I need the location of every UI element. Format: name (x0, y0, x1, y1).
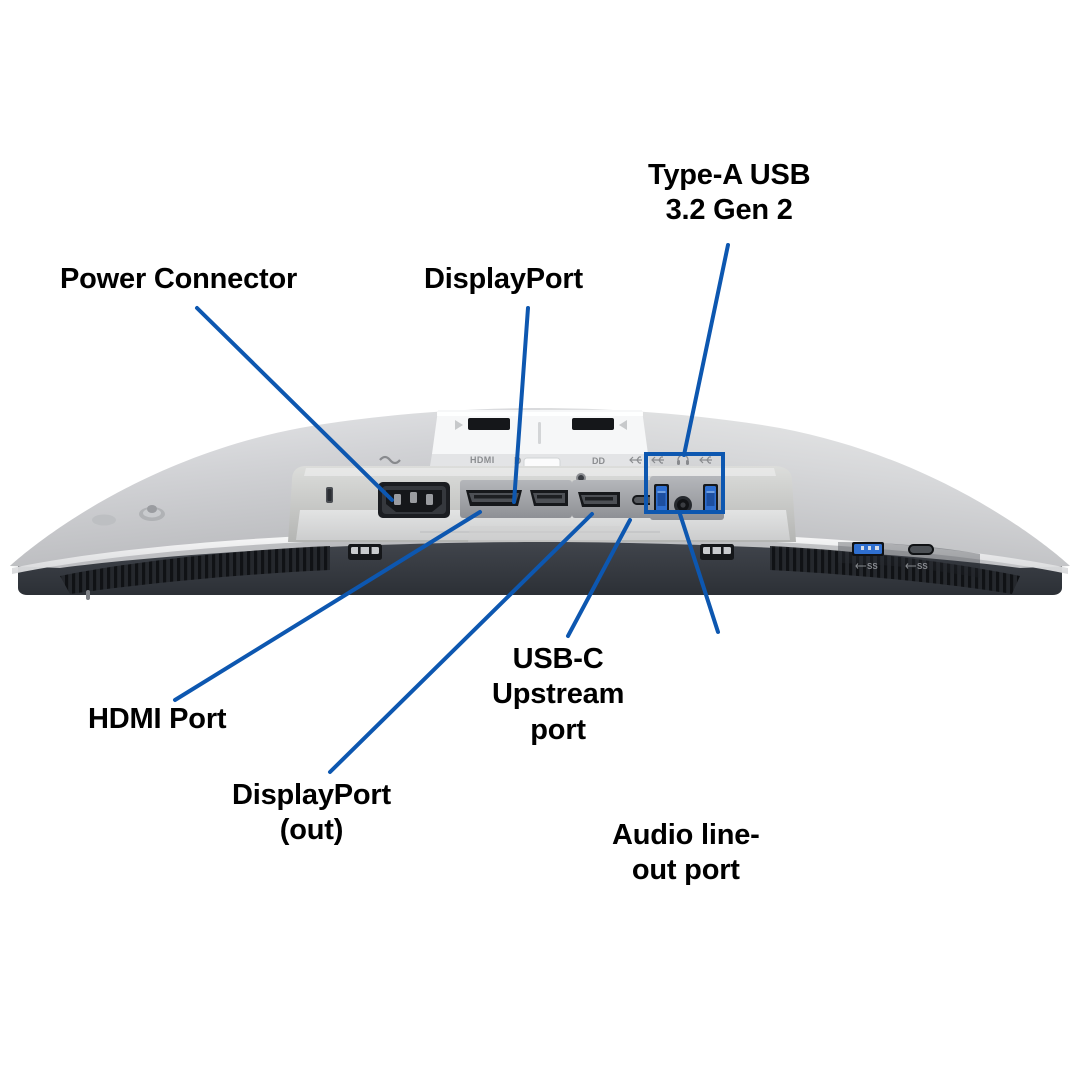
side-usb-a-port (852, 542, 884, 556)
hdmi-port (466, 490, 522, 506)
callout-label: USB-C Upstream port (492, 643, 625, 746)
callout-type-a-usb: Type-A USB 3.2 Gen 2 (648, 158, 811, 229)
callout-displayport: DisplayPort (424, 262, 583, 297)
vesa-clip-left (468, 418, 510, 430)
callout-hdmi-port: HDMI Port (88, 702, 227, 737)
svg-text:SS: SS (867, 562, 878, 571)
side-usb-c-port (908, 544, 934, 555)
displayport-icon: D (514, 456, 521, 467)
displayport-port (530, 490, 568, 506)
shell-pivot-marker (139, 505, 165, 521)
callout-label: Type-A USB 3.2 Gen 2 (648, 159, 811, 227)
side-port-cluster: SS SS (838, 542, 980, 578)
callout-label: DisplayPort (424, 263, 583, 295)
usb-audio-group (650, 476, 724, 520)
callout-usb-c-upstream: USB-C Upstream port (492, 642, 624, 748)
callout-label: DisplayPort (out) (232, 779, 391, 847)
svg-text:SS: SS (917, 562, 928, 571)
bezel-clip-left (348, 544, 382, 560)
vesa-clip-right (572, 418, 614, 430)
usb-icon (629, 456, 642, 464)
callout-label: HDMI Port (88, 703, 227, 735)
callout-displayport-out: DisplayPort (out) (232, 778, 391, 849)
usb-a-port-1 (654, 484, 669, 514)
callout-audio-line-out: Audio line- out port (612, 818, 760, 889)
superspeed-marking-usb-c: SS (905, 562, 928, 571)
power-connector-port (378, 482, 450, 518)
hdmi-icon: HDMI (470, 455, 495, 465)
callout-label: Power Connector (60, 263, 298, 295)
displayport-out-icon: DD (592, 456, 605, 466)
shell-foot-nub (86, 590, 90, 600)
displayport-out-port (578, 492, 620, 507)
bezel-clip-right (700, 544, 734, 560)
superspeed-marking-usb-a: SS (855, 562, 878, 571)
monitor-vent-grille-right (770, 546, 1020, 594)
callout-label: Audio line- out port (612, 819, 760, 887)
audio-line-out-port (674, 496, 692, 514)
security-lock-slot (326, 487, 333, 503)
callout-power-connector: Power Connector (60, 262, 297, 297)
usb-a-port-2 (703, 484, 718, 514)
monitor-illustration: HDMI D DD (0, 392, 1080, 614)
shell-indicator-dimple (92, 514, 116, 526)
